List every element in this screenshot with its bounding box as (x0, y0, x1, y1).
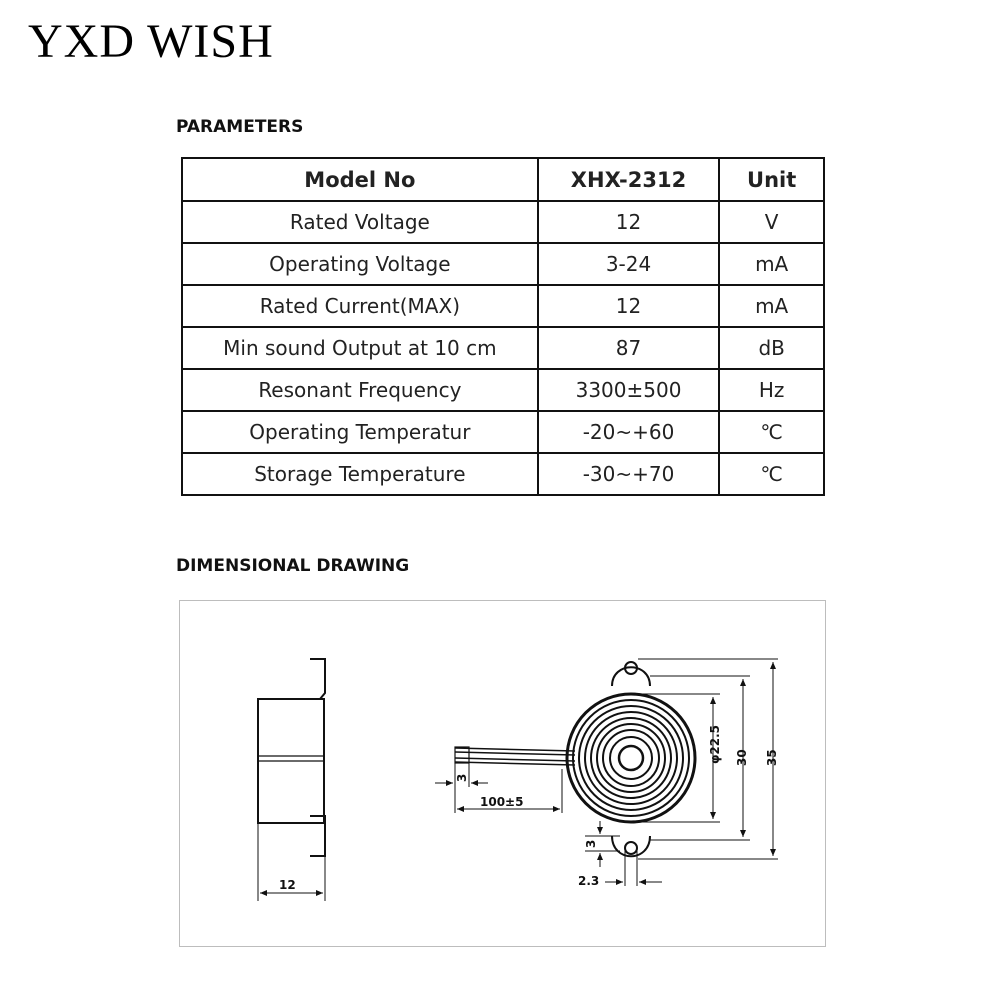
dim-thickness: 12 (279, 878, 296, 892)
lead-wires (454, 746, 576, 766)
side-view-bottom-tab (310, 815, 326, 857)
param-name: Storage Temperature (181, 452, 539, 496)
table-row: Storage Temperature -30~+70 ℃ (181, 452, 825, 496)
parameters-heading: PARAMETERS (176, 117, 304, 137)
param-name: Operating Voltage (181, 242, 539, 286)
param-unit: ℃ (718, 410, 825, 454)
param-unit: V (718, 200, 825, 244)
table-row: Rated Voltage 12 V (181, 200, 825, 244)
table-header-row: Model No XHX-2312 Unit (181, 157, 825, 202)
table-row: Rated Current(MAX) 12 mA (181, 284, 825, 328)
param-unit: Hz (718, 368, 825, 412)
brand-logo-text: YXD WISH (28, 15, 274, 68)
header-unit: Unit (718, 157, 825, 202)
table-row: Min sound Output at 10 cm 87 dB (181, 326, 825, 370)
table-row: Operating Voltage 3-24 mA (181, 242, 825, 286)
dim-lead-strip: 3 (455, 774, 469, 782)
param-name: Min sound Output at 10 cm (181, 326, 539, 370)
table-row: Resonant Frequency 3300±500 Hz (181, 368, 825, 412)
dim-body-height: 30 (735, 749, 749, 766)
param-value: -20~+60 (536, 410, 721, 454)
param-value: 12 (536, 284, 721, 328)
header-model-no: Model No (181, 157, 539, 202)
param-name: Rated Current(MAX) (181, 284, 539, 328)
front-bottom-tab (611, 835, 651, 858)
param-name: Resonant Frequency (181, 368, 539, 412)
param-unit: ℃ (718, 452, 825, 496)
dim-hole-width: 2.3 (578, 874, 599, 888)
param-unit: dB (718, 326, 825, 370)
param-value: 12 (536, 200, 721, 244)
header-model-value: XHX-2312 (536, 157, 721, 202)
dimensional-drawing-heading: DIMENSIONAL DRAWING (176, 556, 410, 576)
param-unit: mA (718, 284, 825, 328)
param-name: Rated Voltage (181, 200, 539, 244)
parameters-table: Model No XHX-2312 Unit Rated Voltage 12 … (181, 157, 825, 496)
front-body-outline (565, 692, 697, 824)
front-dimension-lines (585, 658, 778, 886)
front-top-tab (611, 666, 651, 687)
param-value: 87 (536, 326, 721, 370)
param-value: 3300±500 (536, 368, 721, 412)
dim-overall-height: 35 (765, 749, 779, 766)
bottom-mount-hole (624, 841, 638, 855)
param-value: -30~+70 (536, 452, 721, 496)
top-mount-hole (624, 661, 638, 675)
lead-dimension-lines (435, 763, 563, 813)
dim-lead-length: 100±5 (480, 795, 523, 809)
dim-diameter: φ22.5 (708, 725, 722, 764)
param-name: Operating Temperatur (181, 410, 539, 454)
dimensional-drawing: 12 3 100±5 (179, 600, 826, 947)
param-value: 3-24 (536, 242, 721, 286)
side-view (257, 658, 326, 901)
table-row: Operating Temperatur -20~+60 ℃ (181, 410, 825, 454)
drawing-canvas: 12 3 100±5 (257, 658, 779, 901)
param-unit: mA (718, 242, 825, 286)
front-view (565, 661, 697, 858)
side-view-top-tab (310, 658, 326, 700)
sound-hole (617, 744, 645, 772)
dim-tab-hole: 3 (584, 840, 598, 848)
